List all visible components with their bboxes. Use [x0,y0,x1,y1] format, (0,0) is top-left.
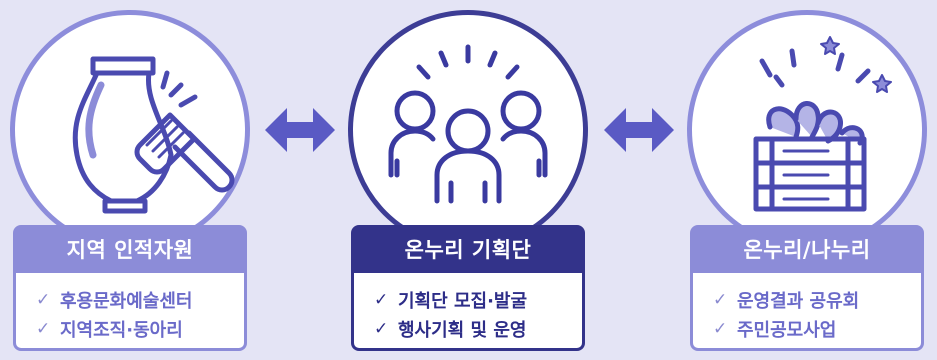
panel-item-list: ✓ 운영결과 공유회 ✓ 주민공모사업 [690,273,924,351]
check-icon: ✓ [374,318,389,339]
people-group-icon [388,44,548,204]
list-item: ✓ 지역조직·동아리 [36,314,244,343]
panel-onnuri-nanuri: 온누리/나누리 ✓ 운영결과 공유회 ✓ 주민공모사업 [677,0,937,360]
sprouting-crate-icon [753,36,892,212]
list-item: ✓ 운영결과 공유회 [713,285,921,314]
check-icon: ✓ [36,318,51,339]
panel-local-human-resources: 지역 인적자원 ✓ 후용문화예술센터 ✓ 지역조직·동아리 [0,0,260,360]
double-arrow-icon [604,108,674,152]
panel-title: 온누리/나누리 [690,225,924,273]
icon-circle [10,10,250,250]
panel-title: 온누리 기획단 [351,225,585,273]
double-arrow-icon [265,108,335,152]
check-icon: ✓ [36,289,51,310]
list-item: ✓ 주민공모사업 [713,314,921,343]
panel-onnuri-planning-team: 온누리 기획단 ✓ 기획단 모집·발굴 ✓ 행사기획 및 운영 [338,0,598,360]
check-icon: ✓ [713,289,728,310]
list-item-label: 기획단 모집·발굴 [398,290,528,312]
list-item-label: 운영결과 공유회 [737,290,860,312]
list-item: ✓ 행사기획 및 운영 [374,314,582,343]
vase-with-brush-icon [72,56,235,214]
list-item: ✓ 기획단 모집·발굴 [374,285,582,314]
panel-title: 지역 인적자원 [13,225,247,273]
icon-circle [687,10,927,250]
panel-item-list: ✓ 기획단 모집·발굴 ✓ 행사기획 및 운영 [351,273,585,351]
panel-item-list: ✓ 후용문화예술센터 ✓ 지역조직·동아리 [13,273,247,351]
list-item-label: 주민공모사업 [737,319,837,341]
list-item: ✓ 후용문화예술센터 [36,285,244,314]
list-item-label: 후용문화예술센터 [60,290,193,312]
list-item-label: 행사기획 및 운영 [398,319,527,341]
check-icon: ✓ [713,318,728,339]
icon-circle [348,10,588,250]
check-icon: ✓ [374,289,389,310]
list-item-label: 지역조직·동아리 [60,319,183,341]
